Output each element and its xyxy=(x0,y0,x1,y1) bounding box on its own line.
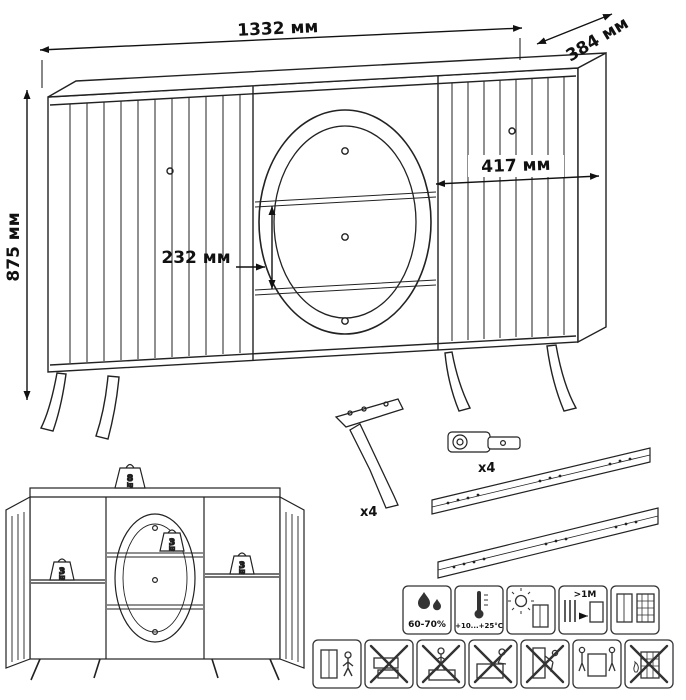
no-hanging-on-door-icon xyxy=(525,644,565,684)
right-side-face xyxy=(577,51,607,344)
drawer-division-lines xyxy=(254,191,437,296)
no-heat-icon-box xyxy=(624,639,674,689)
no-heat-near-cabinet-icon xyxy=(629,644,669,684)
dimension-inner-width: 417 мм xyxy=(435,155,600,188)
weight-drawer: 3 kg xyxy=(159,529,185,553)
weight-shelf-left-value: 3 xyxy=(59,567,65,577)
no-climbing-icon xyxy=(421,644,461,684)
dimension-drawer-height: 232 мм xyxy=(161,206,276,289)
dim-inner-width-label: 417 мм xyxy=(481,155,551,177)
drawer-knobs xyxy=(166,127,516,325)
weight-shelf-left-unit: kg xyxy=(59,575,65,581)
right-door-slats xyxy=(451,77,565,341)
weight-shelf-right: 3 kg xyxy=(229,552,255,576)
weight-shelf-right-value: 3 xyxy=(239,561,245,571)
rail-1-perforations xyxy=(446,457,632,505)
oval-ornament-outer xyxy=(258,109,432,335)
no-load-on-open-drawer-icon xyxy=(369,644,409,684)
leg-qty-label: x4 xyxy=(360,505,377,520)
weight-top-value: 8 xyxy=(127,474,133,484)
bottom-edge-line xyxy=(49,335,577,366)
weight-shelf-right-unit: kg xyxy=(239,569,245,575)
left-door-slats xyxy=(69,95,241,363)
dim-width-label: 1332 мм xyxy=(237,17,319,41)
secure-to-wall-icon-box xyxy=(312,639,362,689)
oval-ornament-small xyxy=(114,513,196,643)
weight-drawer-unit: kg xyxy=(169,546,175,552)
dim-inner-width-backing xyxy=(468,155,564,177)
dim-height-label: 875 мм xyxy=(4,212,24,281)
no-load-drawer-icon-box xyxy=(364,639,414,689)
temperature-icon-box: +10...+25°C xyxy=(454,585,504,635)
dim-drawer-height-label: 232 мм xyxy=(161,248,230,268)
sideboard-perspective-view xyxy=(39,51,607,440)
weight-top: 8 kg xyxy=(114,463,146,489)
placement-icon-box xyxy=(610,585,660,635)
carry-by-two-icon-box xyxy=(572,639,622,689)
section-dividers xyxy=(252,76,439,360)
dimension-height: 875 мм xyxy=(4,90,31,400)
rail-2-perforations xyxy=(452,520,638,569)
humidity-drops-icon xyxy=(418,592,441,611)
weight-top-unit: kg xyxy=(127,483,133,489)
partitions xyxy=(105,497,205,659)
open-cabinet-view: 8 kg 3 kg 3 kg 3 kg xyxy=(5,463,305,681)
temperature-label: +10...+25°C xyxy=(455,622,503,630)
humidity-icon-box: 60-70% xyxy=(402,585,452,635)
hinge-part-detail: x4 xyxy=(447,431,521,476)
humidity-label: 60-70% xyxy=(408,620,446,630)
keep-distance-from-heater-icon xyxy=(564,600,604,623)
leg-part-detail: x4 xyxy=(334,398,404,520)
heater-distance-icon-box: >1M xyxy=(558,585,608,635)
ventilated-placement-icon xyxy=(616,593,655,623)
open-cabinet-legs xyxy=(30,658,280,681)
protect-from-sunlight-icon xyxy=(508,588,549,628)
no-sitting-icon-box xyxy=(468,639,518,689)
heater-distance-label: >1M xyxy=(574,590,597,600)
temperature-thermometer-icon xyxy=(474,591,488,619)
care-icon-grid: 60-70% +10...+25°C xyxy=(312,585,674,689)
no-climbing-icon-box xyxy=(416,639,466,689)
dimension-width: 1332 мм xyxy=(39,17,523,88)
secure-to-wall-icon xyxy=(320,649,354,679)
no-sitting-on-edge-icon xyxy=(473,644,513,684)
sunlight-icon-box xyxy=(506,585,556,635)
weight-drawer-value: 3 xyxy=(169,538,175,548)
weight-shelf-left: 3 kg xyxy=(49,558,75,582)
no-hanging-icon-box xyxy=(520,639,570,689)
hinge-qty-label: x4 xyxy=(478,461,495,476)
carry-by-two-icon xyxy=(578,646,616,677)
sideboard-legs xyxy=(39,344,578,440)
drawer-slide-rails xyxy=(431,447,659,579)
